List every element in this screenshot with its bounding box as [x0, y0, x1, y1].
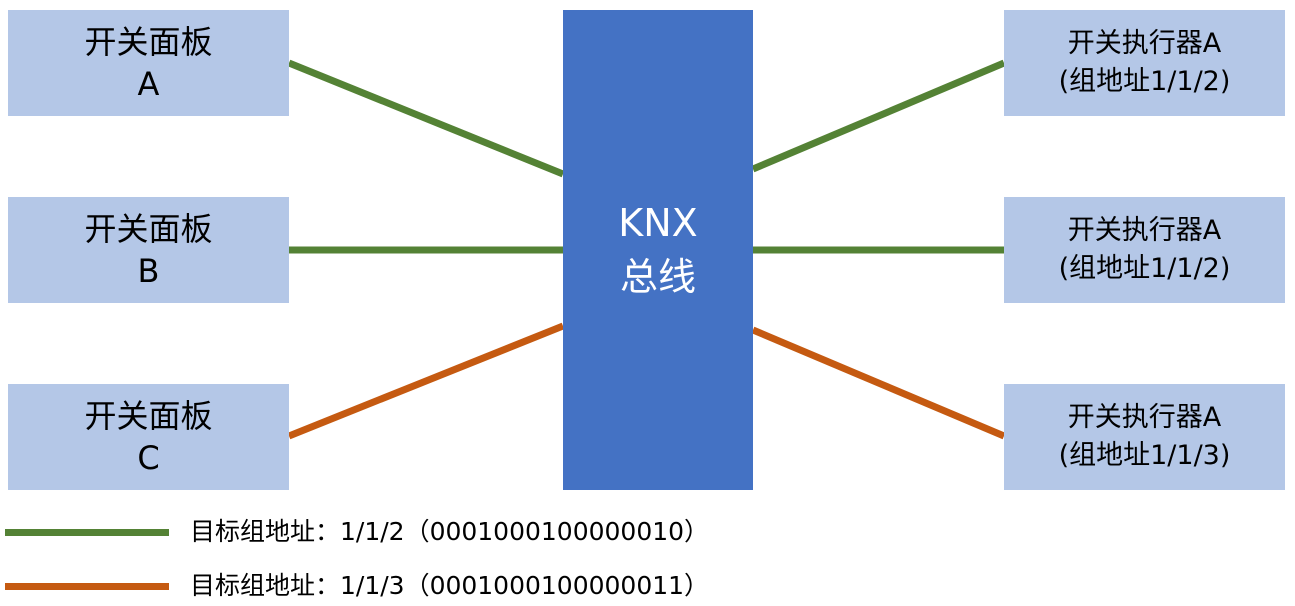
- switch-actuator-2: 开关执行器A (组地址1/1/2): [1004, 197, 1285, 303]
- switch-actuator-3: 开关执行器A (组地址1/1/3): [1004, 384, 1285, 490]
- legend-item-orange: 目标组地址：1/1/3（0001000100000011）: [0, 566, 900, 606]
- legend-label-orange: 目标组地址：1/1/3（0001000100000011）: [190, 571, 710, 600]
- switch-panel-b: 开关面板 B: [8, 197, 289, 303]
- switch-actuator-1-address: (组地址1/1/2): [1058, 66, 1231, 97]
- switch-panel-b-letter: B: [137, 252, 160, 290]
- line-bus-to-actuator-1: [751, 59, 1006, 173]
- switch-panel-a-title: 开关面板: [84, 23, 213, 61]
- knx-bus: KNX 总线: [563, 10, 753, 490]
- switch-panel-c-title: 开关面板: [84, 397, 213, 435]
- switch-actuator-3-title: 开关执行器A: [1067, 402, 1222, 433]
- switch-panel-c: 开关面板 C: [8, 384, 289, 490]
- switch-actuator-2-title: 开关执行器A: [1067, 215, 1222, 246]
- switch-panel-a: 开关面板 A: [8, 10, 289, 116]
- line-panel-c-to-bus: [287, 322, 565, 440]
- legend-swatch-orange: [5, 583, 169, 590]
- legend-label-green: 目标组地址：1/1/2（0001000100000010）: [190, 517, 710, 546]
- switch-panel-b-title: 开关面板: [84, 210, 213, 248]
- switch-actuator-2-address: (组地址1/1/2): [1058, 253, 1231, 284]
- knx-bus-sublabel: 总线: [619, 255, 696, 299]
- knx-bus-label: KNX: [618, 201, 698, 245]
- switch-actuator-1-title: 开关执行器A: [1067, 28, 1222, 59]
- switch-panel-a-letter: A: [137, 65, 160, 103]
- switch-panel-c-letter: C: [137, 439, 160, 477]
- legend-item-green: 目标组地址：1/1/2（0001000100000010）: [0, 512, 900, 552]
- switch-actuator-1: 开关执行器A (组地址1/1/2): [1004, 10, 1285, 116]
- switch-actuator-3-address: (组地址1/1/3): [1058, 440, 1231, 471]
- legend-swatch-green: [5, 529, 169, 536]
- line-panel-a-to-bus: [287, 59, 565, 178]
- line-bus-to-actuator-3: [751, 326, 1006, 440]
